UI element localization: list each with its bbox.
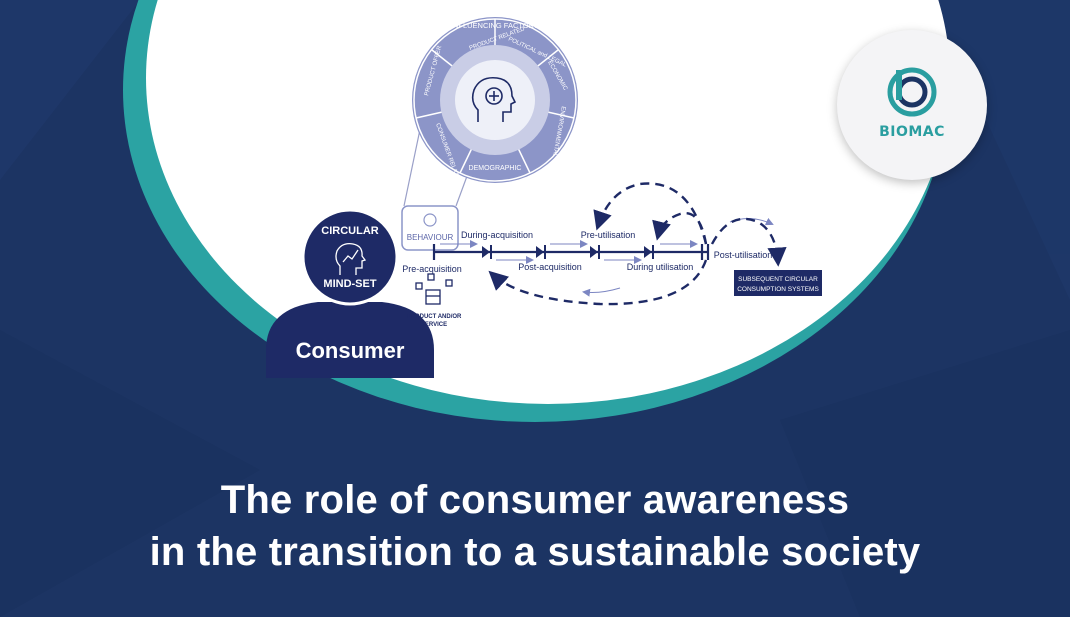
- wheel-segment-demographic: DEMOGRAPHIC: [469, 165, 522, 172]
- subsequent-line1: SUBSEQUENT CIRCULAR: [738, 276, 818, 283]
- stage-during-acquisition: During-acquisition: [461, 230, 533, 240]
- wheel-center-label: INFLUENCING FACTORS: [451, 21, 539, 30]
- biomac-logo-text: BIOMAC: [879, 124, 945, 140]
- timeline-ticks: [482, 245, 654, 259]
- biomac-logo-icon: [887, 67, 937, 117]
- subsequent-box: [734, 270, 822, 296]
- stage-pre-utilisation: Pre-utilisation: [581, 230, 636, 240]
- timeline: [432, 244, 710, 260]
- biomac-logo: BIOMAC: [837, 30, 987, 180]
- subsequent-line2: CONSUMPTION SYSTEMS: [737, 286, 819, 293]
- product-service-icon: [415, 273, 453, 305]
- product-service-line1: PRODUCT AND/OR: [407, 314, 462, 320]
- head-gear-icon: [471, 76, 517, 122]
- product-service-line2: SERVICE: [421, 322, 447, 328]
- mindset-top-label: CIRCULAR: [321, 225, 378, 237]
- influencing-factors-wheel: INFLUENCING FACTORS PRODUCT RELATED POLI…: [412, 17, 578, 185]
- consumer-label: Consumer: [296, 338, 405, 363]
- dashed-loops: [488, 182, 787, 306]
- mindset-head-icon: [335, 243, 367, 275]
- stage-post-utilisation: Post-utilisation: [714, 250, 773, 260]
- behaviour-label: BEHAVIOUR: [407, 233, 454, 242]
- stage-pre-acquisition: Pre-acquisition: [402, 264, 462, 274]
- headline-line-1: The role of consumer awareness: [220, 478, 850, 522]
- stage-during-utilisation: During utilisation: [627, 262, 694, 272]
- mindset-bottom-label: MIND-SET: [323, 278, 376, 290]
- headline-line-2: in the transition to a sustainable socie…: [149, 530, 921, 574]
- behaviour-box: [401, 205, 459, 251]
- stage-post-acquisition: Post-acquisition: [518, 262, 582, 272]
